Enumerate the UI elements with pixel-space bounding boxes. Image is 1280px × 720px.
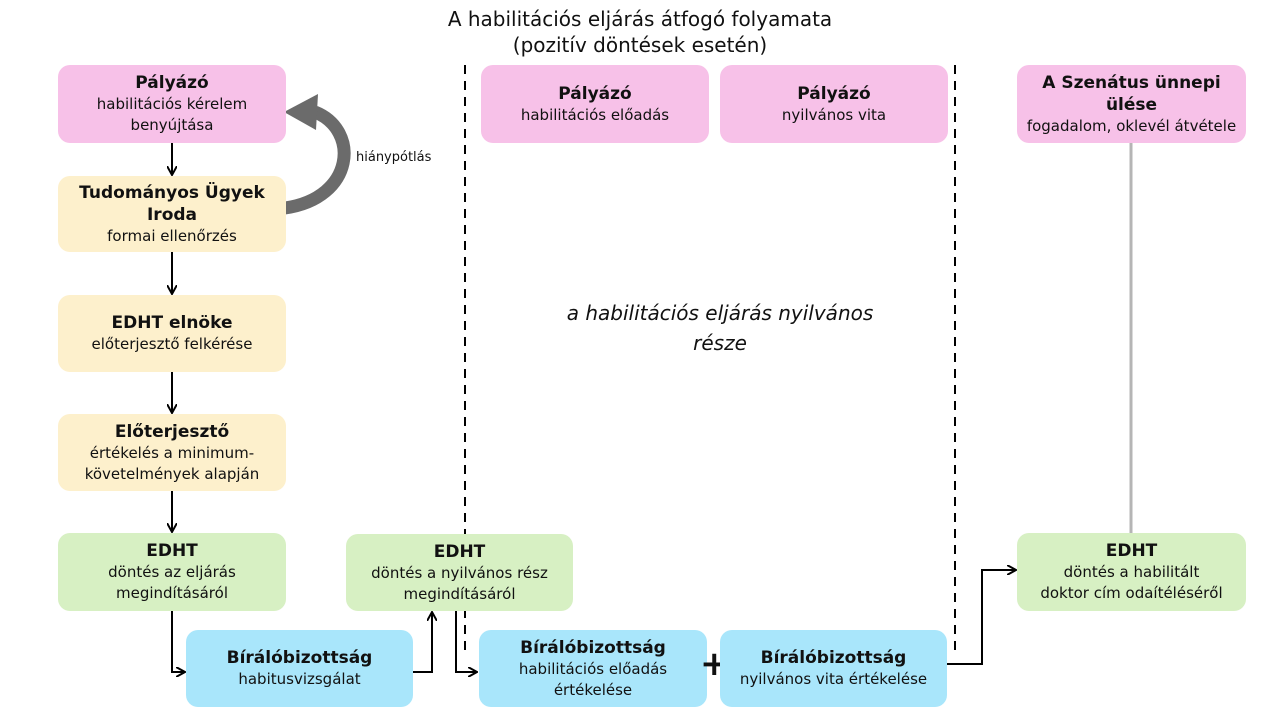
box-biralo-habitus: Bírálóbizottság habitusvizsgálat xyxy=(186,630,413,707)
box-edht-indit: EDHT döntés az eljárás megindításáról xyxy=(58,533,286,611)
curved-return-arrow xyxy=(283,105,351,215)
arrow-6 xyxy=(413,613,432,673)
public-part-line-2: része xyxy=(693,331,747,355)
box-heading: Bírálóbizottság xyxy=(760,648,907,668)
box-line: megindításáról xyxy=(403,584,516,603)
box-heading: Pályázó xyxy=(558,83,632,104)
box-eloterjeszto: Előterjesztő értékelés a minimum- követe… xyxy=(58,414,286,491)
hianypotlas-label: hiánypótlás xyxy=(356,150,432,165)
box-line: formai ellenőrzés xyxy=(107,226,237,245)
box-edht-nyilvanos: EDHT döntés a nyilvános rész megindításá… xyxy=(346,534,573,611)
box-heading: EDHT xyxy=(433,541,486,562)
box-biralo-eloadas: Bírálóbizottság habilitációs előadás ért… xyxy=(479,630,707,707)
box-heading: EDHT elnöke xyxy=(111,313,233,333)
box-palyazo-vita: Pályázó nyilvános vita xyxy=(720,65,948,143)
box-heading: Tudományos Ügyek Iroda xyxy=(79,182,265,225)
box-line: nyilvános vita értékelése xyxy=(739,670,928,688)
box-heading: EDHT xyxy=(1105,541,1158,561)
box-palyazo-kerelem: Pályázó habilitációs kérelem benyújtása xyxy=(58,65,286,143)
box-tudomanyos-iroda: Tudományos Ügyek Iroda formai ellenőrzés xyxy=(58,176,286,252)
box-line: döntés a habilitált xyxy=(1063,563,1200,581)
box-line: benyújtása xyxy=(130,116,214,134)
arrow-8 xyxy=(947,570,1015,665)
box-edht-elnok: EDHT elnöke előterjesztő felkérése xyxy=(58,295,286,372)
diagram-title: A habilitációs eljárás átfogó folyamata … xyxy=(340,6,940,58)
title-line-1: A habilitációs eljárás átfogó folyamata xyxy=(447,7,833,31)
box-line: döntés a nyilvános rész xyxy=(371,563,548,582)
box-line: doktor cím odaítéléséről xyxy=(1040,584,1223,602)
box-heading: Bírálóbizottság xyxy=(226,648,373,668)
box-szenatus: A Szenátus ünnepi ülése fogadalom, oklev… xyxy=(1017,65,1246,143)
box-line: megindításáról xyxy=(116,584,228,602)
box-heading: Bírálóbizottság xyxy=(520,637,666,658)
box-line: habilitációs kérelem xyxy=(96,95,248,113)
box-line: előterjesztő felkérése xyxy=(91,335,253,353)
box-heading: A Szenátus ünnepi ülése xyxy=(1042,72,1221,115)
public-part-line-1: a habilitációs eljárás nyilvános xyxy=(566,301,874,325)
box-palyazo-eloadas: Pályázó habilitációs előadás xyxy=(481,65,709,143)
box-heading: Pályázó xyxy=(135,73,209,93)
box-edht-dontes: EDHT döntés a habilitált doktor cím odaí… xyxy=(1017,533,1246,611)
box-heading: Előterjesztő xyxy=(114,421,230,442)
box-heading: Pályázó xyxy=(797,83,871,104)
box-line: nyilvános vita xyxy=(781,105,887,124)
box-line: habilitációs előadás xyxy=(518,659,668,678)
curved-arrowhead xyxy=(284,94,318,130)
box-line: követelmények alapján xyxy=(84,464,260,483)
title-line-2: (pozitív döntések esetén) xyxy=(512,33,768,57)
box-line: döntés az eljárás xyxy=(108,563,236,581)
public-part-note: a habilitációs eljárás nyilvános része xyxy=(520,298,920,358)
box-line: értékelése xyxy=(553,680,633,699)
box-heading: EDHT xyxy=(146,541,198,561)
arrow-7 xyxy=(455,611,476,672)
box-biralo-vita: Bírálóbizottság nyilvános vita értékelés… xyxy=(720,630,947,707)
box-line: habilitációs előadás xyxy=(520,105,670,124)
box-line: habitusvizsgálat xyxy=(238,670,361,688)
box-line: értékelés a minimum- xyxy=(89,443,255,462)
box-line: fogadalom, oklevél átvétele xyxy=(1026,116,1237,135)
arrow-5 xyxy=(171,611,184,672)
